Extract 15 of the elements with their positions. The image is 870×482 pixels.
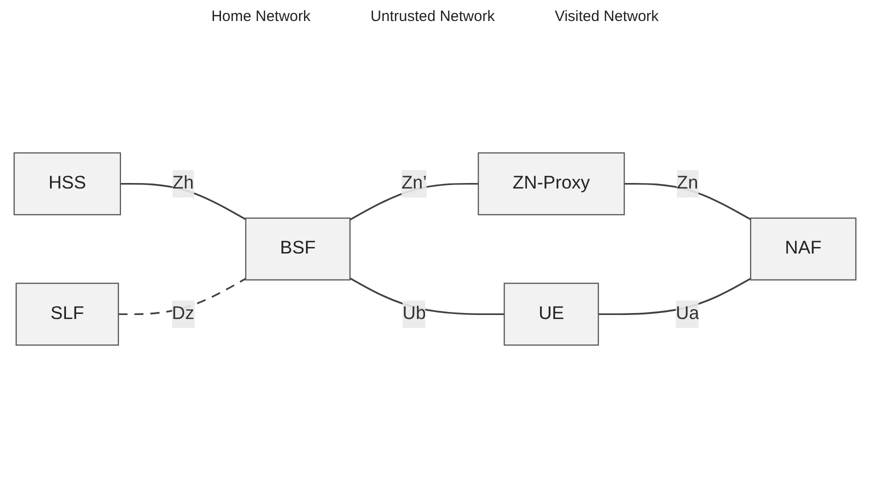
node-box: SLF xyxy=(16,282,119,346)
edge-label: Dz xyxy=(172,304,194,324)
edge-label: Zn xyxy=(676,174,698,193)
node-box: UE xyxy=(504,282,599,346)
edge-label: Zn’ xyxy=(401,174,427,193)
node-box: HSS xyxy=(14,152,121,216)
node-box: BSF xyxy=(245,218,351,280)
node-box: ZN-Proxy xyxy=(478,152,625,216)
node-box: NAF xyxy=(750,218,856,280)
edge-label: Zh xyxy=(172,174,194,193)
edge-label: Ub xyxy=(402,304,426,324)
edge-label: Ua xyxy=(676,304,700,324)
region-heading: Visited Network xyxy=(554,8,659,25)
region-heading: Untrusted Network xyxy=(370,8,495,25)
region-heading: Home Network xyxy=(211,8,311,25)
